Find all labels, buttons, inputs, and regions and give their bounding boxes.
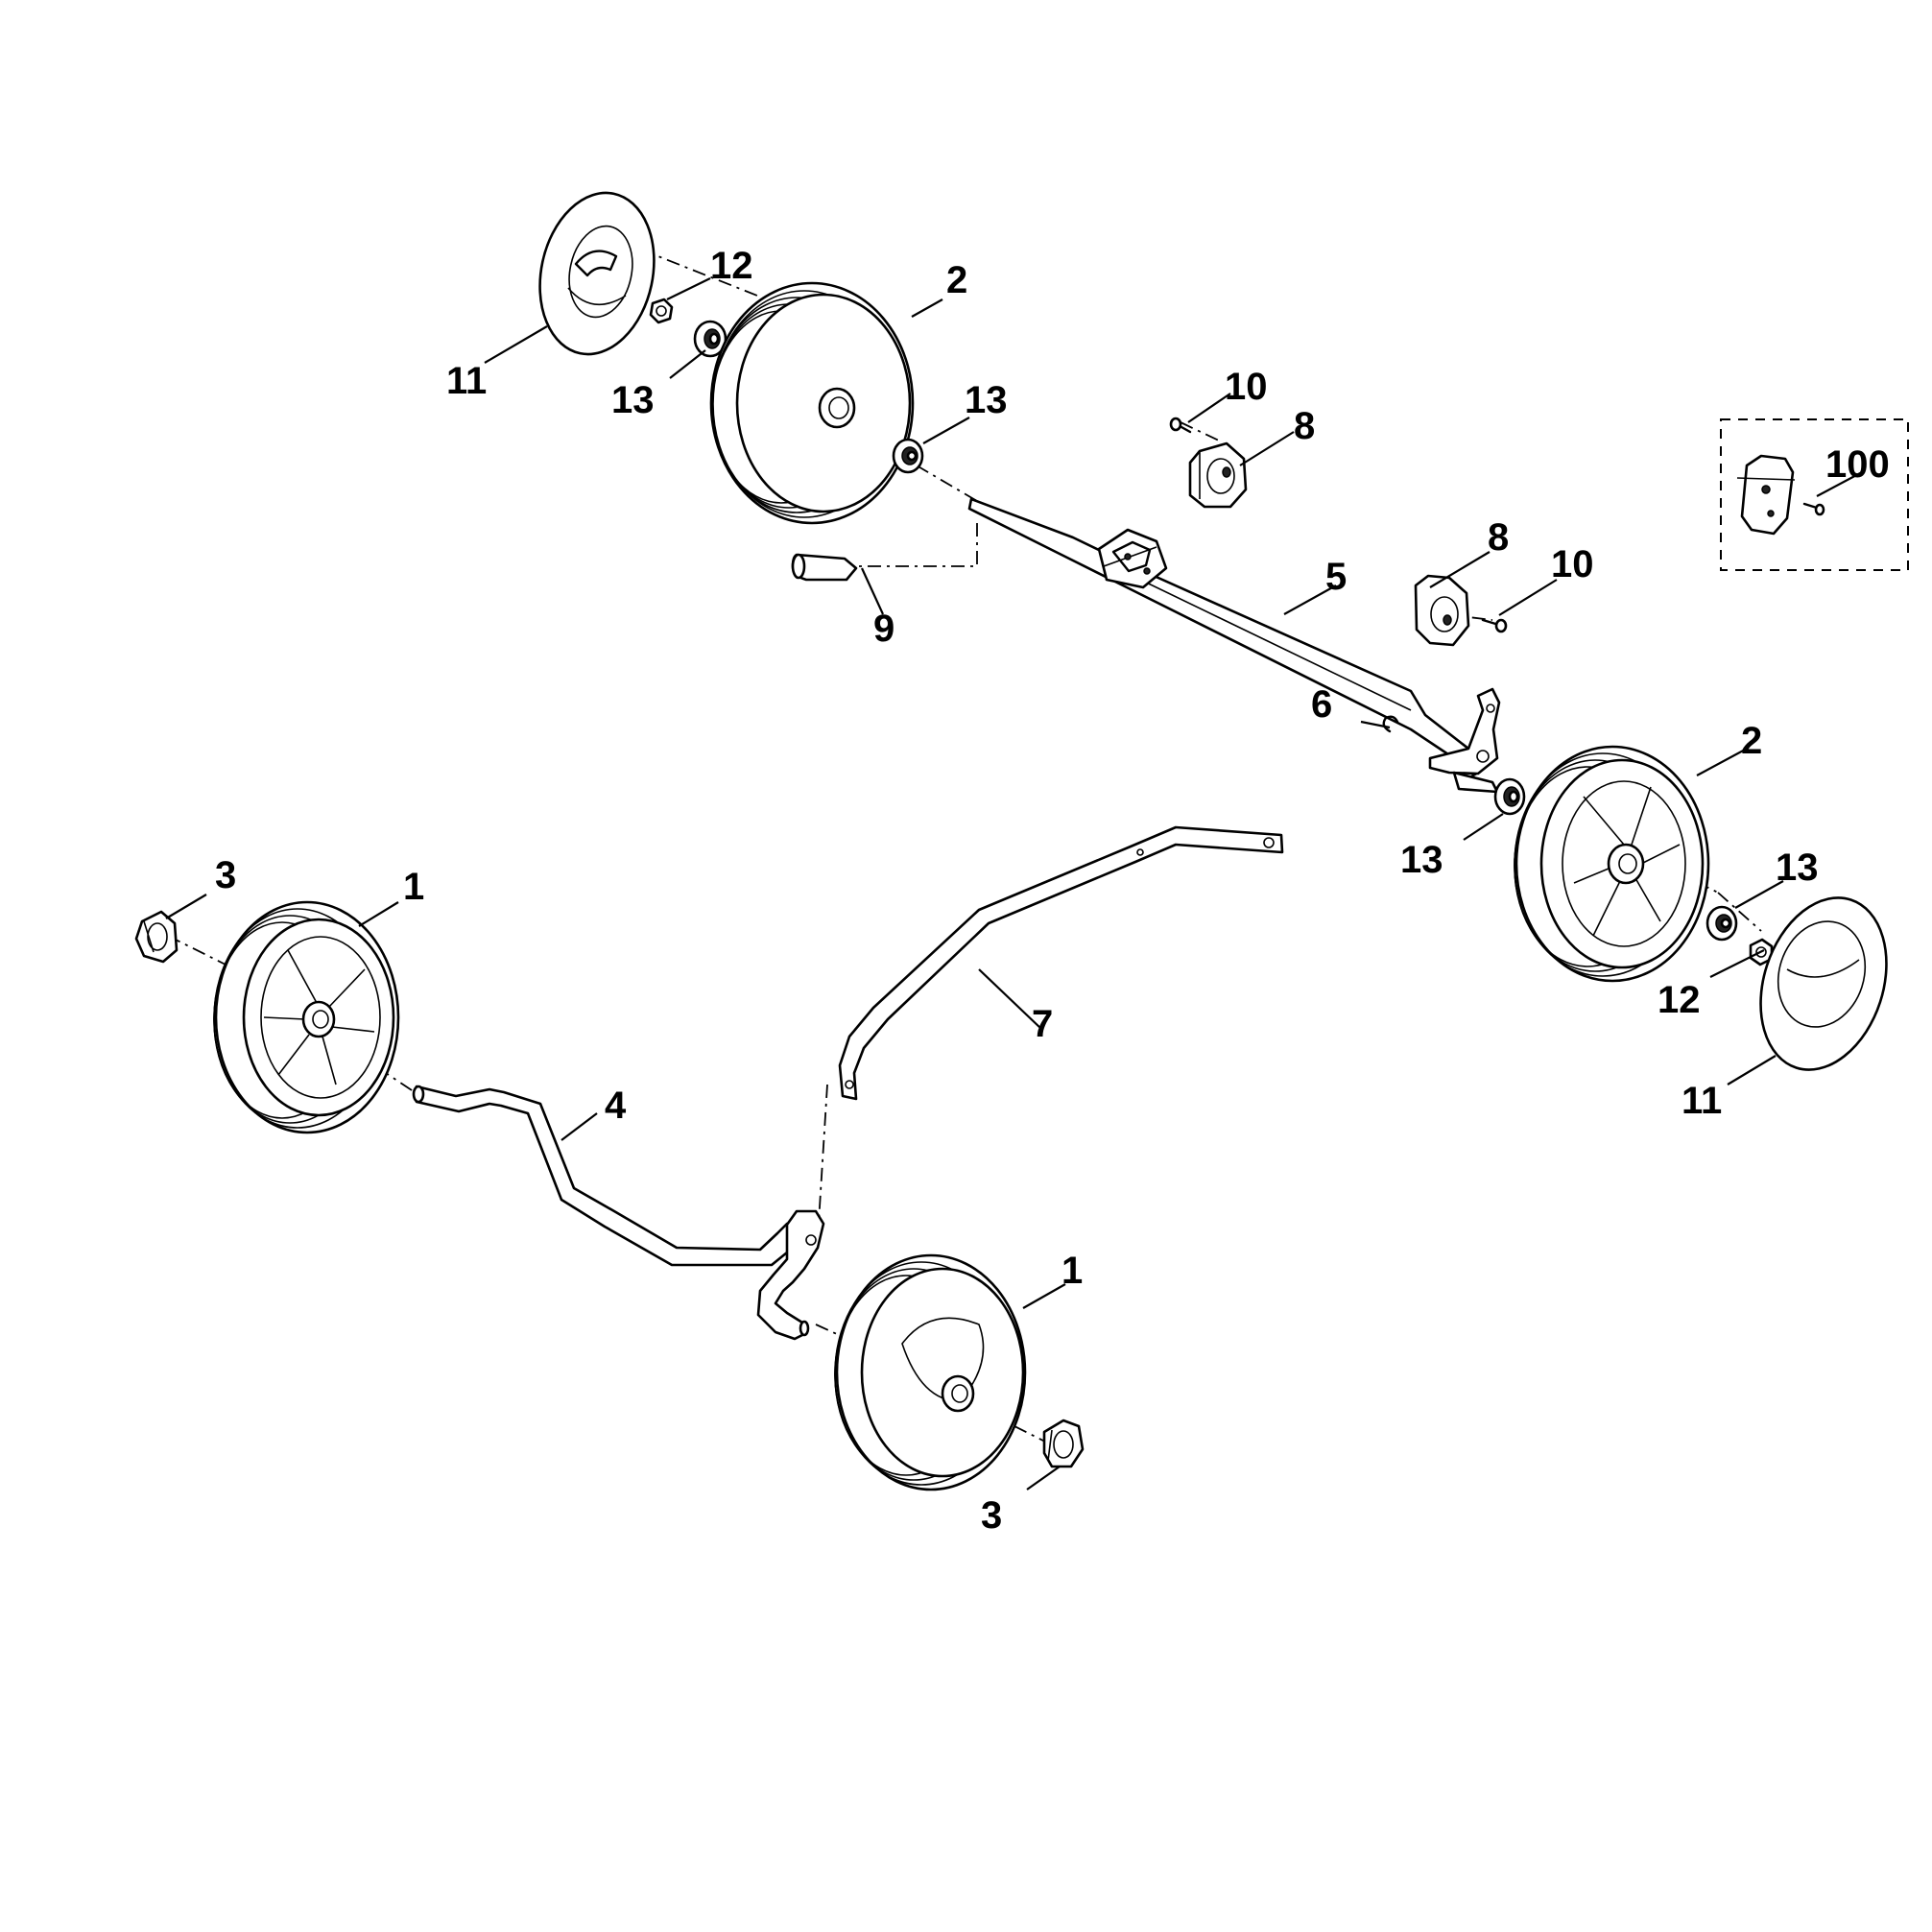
leader-lines (165, 277, 1863, 1491)
callout-front-right-wheel: 1 (1061, 1250, 1083, 1292)
front-right-cap (1042, 1419, 1085, 1468)
callout-front-right-cap: 3 (981, 1494, 1002, 1537)
rear-left-bearing-outer (693, 320, 727, 358)
rear-axle (967, 497, 1480, 781)
rear-right-bearing-outer (1705, 905, 1738, 942)
callout-top-gear-housing: 8 (1294, 405, 1315, 447)
callout-front-left-cap: 3 (215, 854, 236, 896)
callout-inset-kit: 100 (1825, 443, 1890, 486)
callout-rear-left-bearing-inner: 13 (965, 379, 1008, 421)
rear-left-nut (649, 298, 674, 324)
callout-rear-axle: 5 (1325, 556, 1347, 598)
callout-rear-right-hubcap: 11 (1682, 1080, 1722, 1122)
front-axle (412, 1085, 825, 1341)
callout-rear-right-wheel: 2 (1741, 720, 1762, 762)
callout-top-screw: 10 (1225, 366, 1268, 408)
callout-rear-left-wheel: 2 (946, 259, 967, 301)
rear-right-hubcap (1759, 896, 1888, 1071)
callout-height-rod: 7 (1032, 1003, 1053, 1045)
top-screw (1169, 417, 1192, 434)
front-right-wheel (834, 1253, 1027, 1491)
grip-sleeve (791, 553, 858, 582)
callout-rear-right-nut: 12 (1658, 979, 1701, 1021)
callout-mid-gear-housing: 8 (1488, 516, 1509, 559)
front-left-wheel (213, 900, 400, 1134)
callout-rear-right-bearing-inner: 13 (1400, 839, 1443, 881)
rear-left-bearing-inner (892, 438, 924, 474)
rear-left-hubcap (538, 191, 656, 356)
callout-labels: 11 12 13 2 13 10 8 100 8 10 5 9 6 2 13 1… (215, 245, 1890, 1537)
rear-right-wheel (1514, 745, 1710, 983)
callout-front-axle: 4 (605, 1085, 627, 1127)
mid-screw (1481, 618, 1508, 633)
callout-rear-left-hubcap: 11 (446, 360, 487, 402)
callout-rear-right-bearing-outer: 13 (1776, 847, 1819, 889)
callout-mid-screw: 10 (1551, 543, 1594, 585)
inset-kit (1720, 418, 1909, 571)
rear-height-bracket (1428, 687, 1501, 794)
mid-gear-housing (1414, 574, 1470, 647)
callout-grip: 9 (873, 608, 894, 650)
rear-right-bearing-inner (1493, 777, 1526, 816)
front-left-cap (134, 910, 179, 964)
rear-left-wheel (709, 281, 915, 525)
top-gear-housing (1188, 441, 1248, 509)
callout-rear-left-nut: 12 (710, 245, 753, 287)
retaining-clip (1382, 715, 1399, 733)
callout-clip: 6 (1311, 683, 1332, 726)
callout-rear-left-bearing-outer: 13 (611, 379, 655, 421)
callout-front-left-wheel: 1 (403, 866, 424, 908)
height-rod (838, 825, 1284, 1101)
